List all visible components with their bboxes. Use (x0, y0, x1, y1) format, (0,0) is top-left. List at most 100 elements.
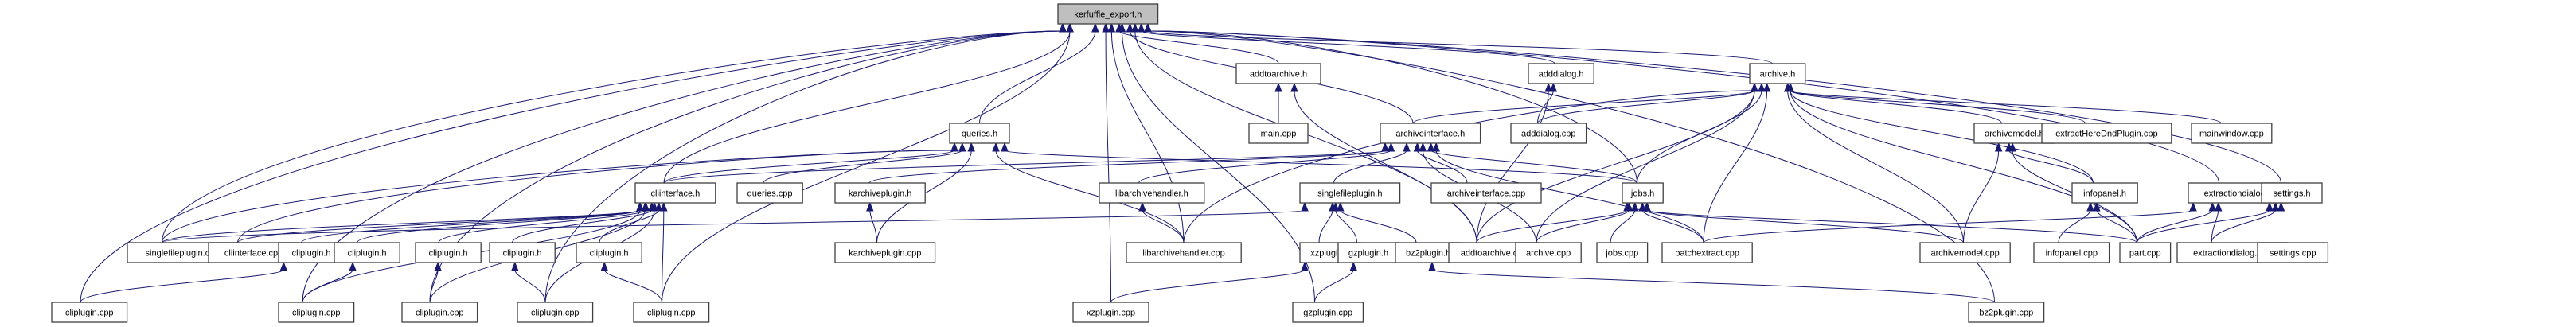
edge-n15-to-n6 (1333, 142, 1411, 184)
edge-n34-to-n17 (1536, 201, 1633, 243)
node-label: addtoarchive.h (1250, 70, 1307, 80)
edge-n12-to-n4 (763, 142, 966, 184)
edge-line (1333, 150, 1407, 184)
edge-line (1790, 90, 2137, 243)
graph-node[interactable]: archivemodel.h (1973, 123, 2055, 144)
graph-node[interactable]: cliplugin.cpp (633, 302, 710, 323)
arrow-head-icon (650, 201, 658, 212)
edge-line (1646, 209, 1964, 243)
edge-line (603, 269, 662, 303)
edge-line (1536, 209, 1630, 243)
node-box (1430, 182, 1542, 204)
arrow-head-icon (1419, 142, 1427, 152)
edge-line (1318, 209, 1333, 243)
node-label: adddialog.h (1539, 70, 1584, 80)
graph-node[interactable]: karchiveplugin.h (834, 182, 926, 204)
edge-line (1147, 30, 1773, 64)
edge-n40-to-n20 (2211, 201, 2280, 243)
arrow-head-icon (1102, 22, 1110, 33)
edge-n20-to-n0 (1144, 22, 2281, 184)
arrow-head-icon (1144, 22, 1152, 33)
node-box (1099, 182, 1205, 204)
edge-line (1610, 209, 1636, 243)
node-box (1299, 182, 1401, 204)
graph-node[interactable]: part.cpp (2119, 242, 2172, 263)
edge-n17-to-n3 (1637, 82, 1766, 184)
edge-n35-to-n17 (1610, 201, 1639, 243)
graph-node[interactable]: batchextract.cpp (1661, 242, 1753, 263)
arrow-head-icon (1138, 201, 1146, 212)
edge-line (302, 269, 353, 303)
arrow-head-icon (1137, 22, 1146, 33)
graph-node[interactable]: xzplugin.cpp (1072, 302, 1149, 323)
node-box (834, 182, 926, 204)
graph-node[interactable]: cliplugin.h (489, 242, 556, 263)
node-label: cliplugin.cpp (65, 309, 114, 318)
graph-node[interactable]: cliplugin.cpp (278, 302, 355, 323)
graph-node[interactable]: gzplugin.h (1337, 242, 1399, 263)
graph-node[interactable]: archive.cpp (1515, 242, 1582, 263)
edge-n21-to-n0 (162, 22, 1067, 243)
graph-node[interactable]: settings.h (2261, 182, 2323, 204)
graph-node[interactable]: archiveinterface.h (1380, 123, 1481, 144)
graph-node[interactable]: cliplugin.cpp (51, 302, 128, 323)
graph-node[interactable]: archive.h (1749, 63, 1806, 84)
node-box (633, 302, 710, 323)
edge-line (1703, 90, 1768, 243)
graph-node[interactable]: infopanel.cpp (2033, 242, 2110, 263)
node-label: archiveinterface.h (1395, 130, 1465, 139)
node-label: settings.h (2273, 189, 2310, 199)
graph-node[interactable]: queries.h (949, 123, 1010, 144)
node-label: jobs.cpp (1605, 249, 1638, 259)
graph-node[interactable]: mainwindow.cpp (2191, 123, 2273, 144)
graph-node[interactable]: bz2plugin.cpp (1968, 302, 2045, 323)
edge-line (1110, 30, 1185, 243)
arrow-head-icon (2266, 201, 2274, 212)
edge-n37-to-n3 (1783, 82, 1964, 243)
node-label: addtoarchive.cpp (1461, 249, 1528, 259)
graph-node[interactable]: cliplugin.h (415, 242, 482, 263)
arrow-head-icon (660, 201, 668, 212)
edge-n44-to-n25 (429, 261, 442, 303)
edge-line (2008, 150, 2094, 184)
edge-n11-to-n4 (663, 142, 958, 184)
edge-n19-to-n0 (1144, 22, 2219, 184)
edge-n4-to-n0 (979, 22, 1099, 124)
edge-line (868, 150, 1386, 184)
graph-node[interactable]: addtoarchive.h (1235, 63, 1321, 84)
graph-node[interactable]: libarchivehandler.h (1099, 182, 1205, 204)
graph-node[interactable]: archiveinterface.cpp (1430, 182, 1542, 204)
graph-node[interactable]: extractHereDndPlugin.cpp (2041, 123, 2172, 144)
graph-node[interactable]: queries.cpp (736, 182, 803, 204)
root-node[interactable]: kerfuffle_export.h (1057, 3, 1159, 25)
graph-node[interactable]: karchiveplugin.cpp (834, 242, 936, 263)
node-label: adddialog.cpp (1521, 130, 1576, 139)
graph-node[interactable]: singlefileplugin.h (1299, 182, 1401, 204)
nodes-layer: kerfuffle_export.h addtoarchive.h adddialo… (51, 3, 2329, 323)
arrow-head-icon (279, 261, 288, 271)
graph-node[interactable]: cliplugin.cpp (517, 302, 594, 323)
graph-node[interactable]: cliplugin.cpp (401, 302, 478, 323)
graph-node[interactable]: jobs.cpp (1596, 242, 1649, 263)
graph-node[interactable]: jobs.h (1622, 182, 1664, 204)
graph-node[interactable]: main.cpp (1248, 123, 1309, 144)
graph-node[interactable]: archivemodel.cpp (1919, 242, 2011, 263)
graph-node[interactable]: adddialog.h (1528, 63, 1594, 84)
edge-line (1430, 150, 1637, 184)
graph-node[interactable]: settings.cpp (2257, 242, 2329, 263)
edge-n29-to-n14 (1138, 201, 1185, 243)
graph-node[interactable]: cliplugin.h (576, 242, 642, 263)
graph-node[interactable]: libarchivehandler.cpp (1126, 242, 1242, 263)
graph-node[interactable]: adddialog.cpp (1510, 123, 1587, 144)
arrow-head-icon (1118, 22, 1126, 33)
edge-line (1476, 90, 1549, 243)
graph-node[interactable]: gzplugin.cpp (1292, 302, 1364, 323)
edge-n10-to-n3 (1786, 82, 2222, 124)
edge-n22-to-n11 (237, 201, 644, 243)
graph-node[interactable]: cliinterface.h (634, 182, 716, 204)
node-label: gzplugin.h (1348, 249, 1388, 259)
edge-line (1294, 90, 1477, 243)
node-label: extractiondialog.h (2204, 189, 2273, 199)
graph-node[interactable]: infopanel.h (2071, 182, 2138, 204)
graph-node[interactable]: cliplugin.h (334, 242, 400, 263)
